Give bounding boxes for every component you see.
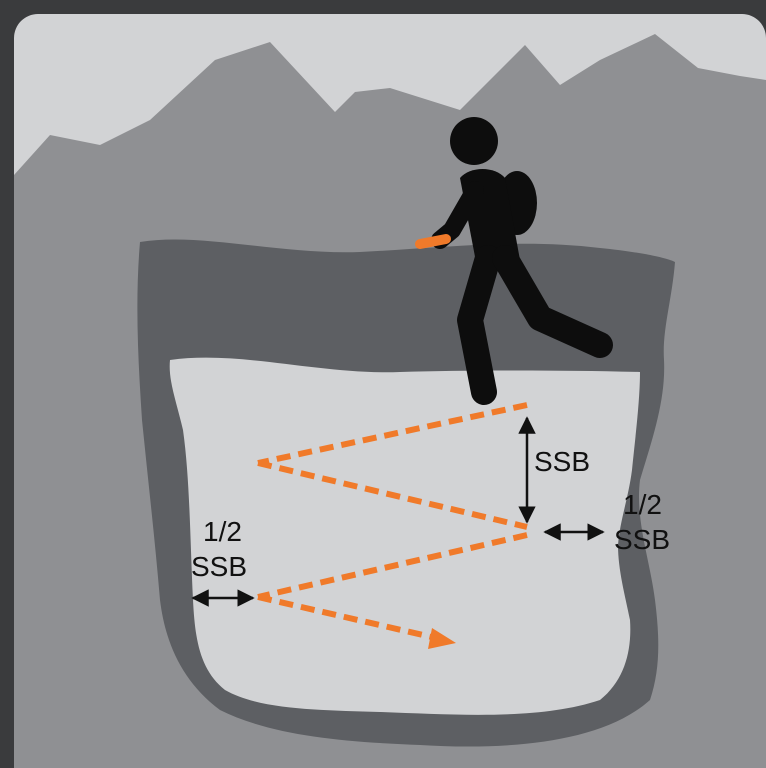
- hiker-head: [450, 117, 498, 165]
- half-ssb-left-label-bottom: SSB: [191, 551, 247, 582]
- half-ssb-left-label-top: 1/2: [203, 516, 242, 547]
- half-ssb-right-label-top: 1/2: [623, 489, 662, 520]
- ssb-vertical-label: SSB: [534, 446, 590, 477]
- half-ssb-right-label-bottom: SSB: [614, 524, 670, 555]
- transceiver-icon: [420, 239, 446, 244]
